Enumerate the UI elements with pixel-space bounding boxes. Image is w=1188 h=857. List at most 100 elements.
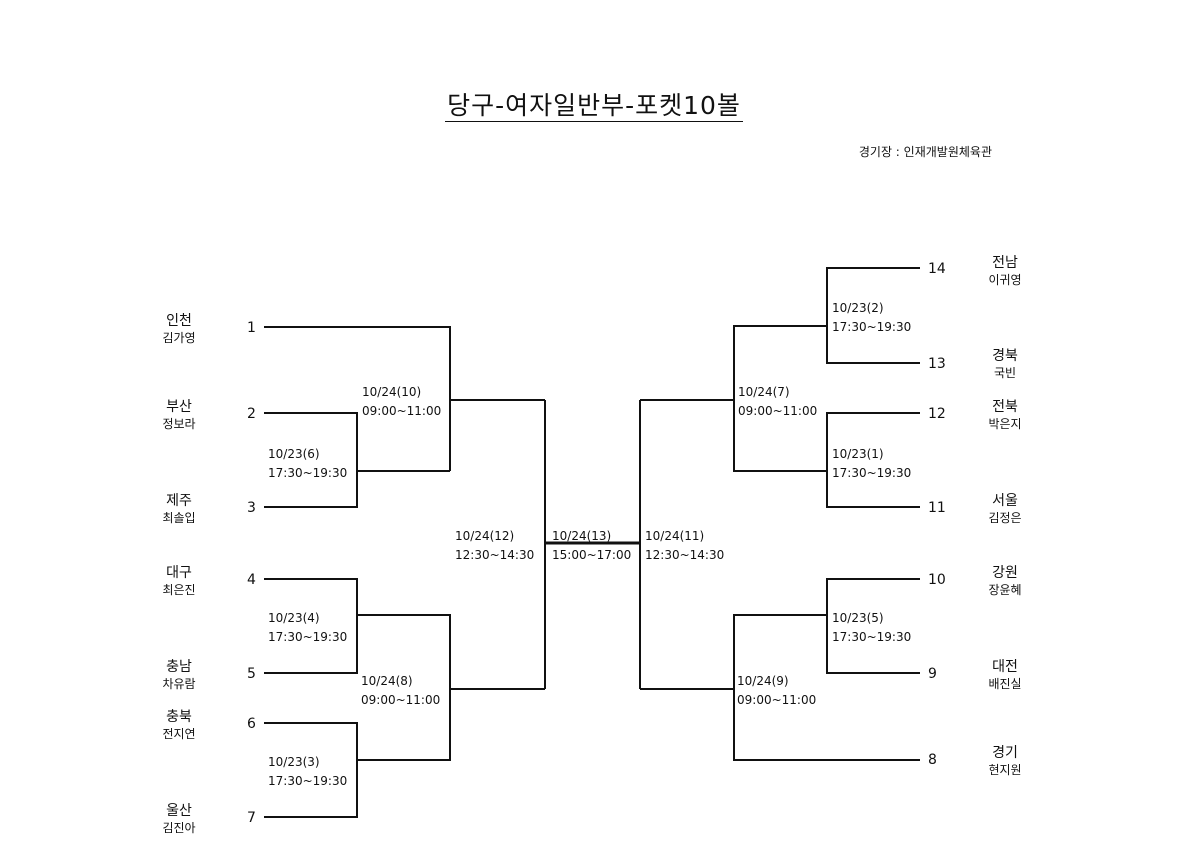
match-time: 17:30~19:30	[268, 630, 348, 644]
line-r-r1a	[826, 267, 920, 364]
team-left-2: 부산 정보라	[149, 399, 209, 432]
match-r-sf: 10/24(11) 12:30~14:30	[645, 527, 724, 565]
player-name: 정보라	[162, 416, 196, 431]
match-time: 17:30~19:30	[268, 774, 348, 788]
seed-number: 5	[247, 666, 256, 682]
player-name: 차유람	[162, 676, 196, 691]
team-left-6: 충북 전지연	[149, 709, 209, 742]
seed-number: 4	[247, 572, 256, 588]
line-r-r1b	[826, 412, 920, 508]
player-name: 이귀영	[988, 272, 1022, 287]
seed-number: 6	[247, 716, 256, 732]
region-name: 경기	[992, 745, 1018, 761]
match-final: 10/24(13) 15:00~17:00	[552, 527, 631, 565]
player-name: 김가영	[162, 330, 196, 345]
match-date: 10/23(4)	[268, 611, 320, 625]
region-name: 서울	[992, 493, 1018, 509]
match-date: 10/24(10)	[362, 385, 422, 399]
match-l-sf: 10/24(12) 12:30~14:30	[455, 527, 534, 565]
match-time: 17:30~19:30	[832, 630, 912, 644]
team-left-4: 대구 최은진	[149, 565, 209, 598]
team-right-13: 경북 국빈	[975, 348, 1035, 381]
team-left-3: 제주 최솔입	[149, 493, 209, 526]
player-name: 김진아	[162, 820, 196, 835]
match-r-r1c: 10/23(5) 17:30~19:30	[832, 609, 911, 647]
seed-number: 13	[928, 356, 946, 372]
match-date: 10/24(8)	[361, 674, 413, 688]
region-name: 대구	[166, 565, 192, 581]
seed-number: 14	[928, 261, 946, 277]
match-time: 09:00~11:00	[362, 404, 442, 418]
match-time: 09:00~11:00	[738, 404, 818, 418]
team-right-11: 서울 김정은	[975, 493, 1035, 526]
match-time: 12:30~14:30	[455, 548, 535, 562]
seed-number: 8	[928, 752, 937, 768]
team-right-8: 경기 현지원	[975, 745, 1035, 778]
match-l-qf1: 10/24(10) 09:00~11:00	[362, 383, 441, 421]
region-name: 전남	[992, 255, 1018, 271]
team-right-14: 전남 이귀영	[975, 255, 1035, 288]
match-l-r1b: 10/23(4) 17:30~19:30	[268, 609, 347, 647]
match-r-r1b: 10/23(1) 17:30~19:30	[832, 445, 911, 483]
line-r1a	[264, 412, 358, 508]
match-time: 12:30~14:30	[645, 548, 725, 562]
line-seed-1-to-qf1	[264, 326, 451, 471]
seed-number: 2	[247, 406, 256, 422]
region-name: 인천	[166, 313, 192, 329]
seed-number: 11	[928, 500, 946, 516]
team-left-5: 충남 차유람	[149, 659, 209, 692]
match-r-r1a: 10/23(2) 17:30~19:30	[832, 299, 911, 337]
region-name: 충북	[166, 709, 192, 725]
line-r-r1c	[826, 578, 920, 674]
match-l-r1a: 10/23(6) 17:30~19:30	[268, 445, 347, 483]
match-date: 10/24(9)	[737, 674, 789, 688]
team-right-12: 전북 박은지	[975, 399, 1035, 432]
team-right-9: 대전 배진실	[975, 659, 1035, 692]
match-date: 10/24(11)	[645, 529, 705, 543]
region-name: 부산	[166, 399, 192, 415]
player-name: 최은진	[162, 582, 196, 597]
match-r-qf1: 10/24(7) 09:00~11:00	[738, 383, 817, 421]
region-name: 제주	[166, 493, 192, 509]
match-date: 10/23(5)	[832, 611, 884, 625]
line-r1c	[264, 722, 358, 818]
match-time: 09:00~11:00	[737, 693, 817, 707]
seed-number: 10	[928, 572, 946, 588]
match-l-r1c: 10/23(3) 17:30~19:30	[268, 753, 347, 791]
region-name: 울산	[166, 803, 192, 819]
page-title: 당구-여자일반부-포켓10볼	[445, 91, 743, 122]
match-date: 10/24(13)	[552, 529, 612, 543]
match-date: 10/24(7)	[738, 385, 790, 399]
seed-number: 7	[247, 810, 256, 826]
player-name: 장윤혜	[988, 582, 1022, 597]
venue-label: 경기장 : 인재개발원체육관	[858, 145, 992, 159]
seed-number: 12	[928, 406, 946, 422]
seed-number: 1	[247, 320, 256, 336]
match-date: 10/23(1)	[832, 447, 884, 461]
team-right-10: 강원 장윤혜	[975, 565, 1035, 598]
match-time: 17:30~19:30	[832, 466, 912, 480]
team-left-1: 인천 김가영	[149, 313, 209, 346]
player-name: 배진실	[988, 676, 1022, 691]
match-date: 10/23(3)	[268, 755, 320, 769]
match-l-qf2: 10/24(8) 09:00~11:00	[361, 672, 440, 710]
region-name: 충남	[166, 659, 192, 675]
match-time: 15:00~17:00	[552, 548, 632, 562]
match-time: 09:00~11:00	[361, 693, 441, 707]
match-time: 17:30~19:30	[832, 320, 912, 334]
line-rqf2	[733, 614, 920, 761]
region-name: 전북	[992, 399, 1018, 415]
seed-number: 9	[928, 666, 937, 682]
line-rqf1	[733, 325, 827, 472]
region-name: 대전	[992, 659, 1018, 675]
seed-number: 3	[247, 500, 256, 516]
region-name: 강원	[992, 565, 1018, 581]
match-r-qf2: 10/24(9) 09:00~11:00	[737, 672, 816, 710]
player-name: 김정은	[988, 510, 1022, 525]
match-date: 10/23(6)	[268, 447, 320, 461]
player-name: 최솔입	[162, 510, 196, 525]
player-name: 박은지	[988, 416, 1022, 431]
match-date: 10/23(2)	[832, 301, 884, 315]
line-r1b	[264, 578, 358, 674]
